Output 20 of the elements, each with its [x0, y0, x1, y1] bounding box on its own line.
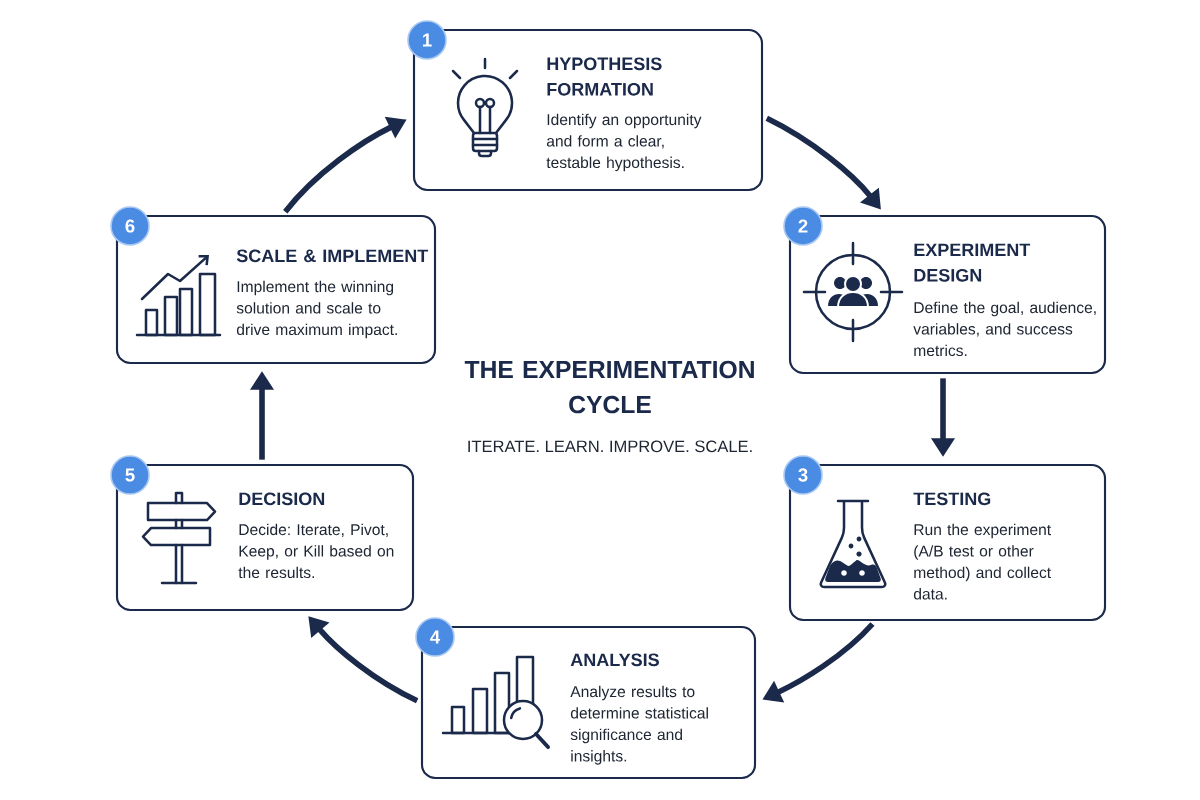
number-badge: 6: [110, 206, 150, 246]
step-description: Implement the winning solution and scale to drive maximum impact.: [236, 280, 397, 339]
diagram-title: THE EXPERIMENTATION CYCLE: [464, 360, 754, 414]
step-title: ANALYSIS: [570, 653, 659, 667]
step-description: Define the goal, audience, variables, and success metrics.: [913, 301, 1096, 357]
number-badge: 5: [110, 455, 150, 495]
step-description: Analyze results to determine statistical significance and insights.: [570, 685, 708, 765]
step-description: Decide: Iterate, Pivot, Keep, or Kill based on the results.: [238, 523, 394, 579]
step-title: HYPOTHESIS FORMATION: [547, 57, 662, 96]
step-title: SCALE & IMPLEMENT: [236, 249, 429, 263]
number-badge: 4: [415, 617, 455, 657]
number-badge: 1: [407, 20, 447, 60]
step-description: Run the experiment (A/B test or other method) and collect data.: [913, 523, 1051, 600]
step-title: TESTING: [913, 492, 991, 506]
tagline: ITERATE. LEARN. IMPROVE. SCALE.: [468, 440, 752, 453]
number-badge: 3: [783, 455, 823, 495]
step-description: Identify an opportunity and form a clear, testable hypothesis.: [546, 113, 702, 172]
number-badge: 2: [783, 206, 823, 246]
step-title: DECISION: [239, 492, 325, 506]
step-title: EXPERIMENT DESIGN: [914, 243, 1031, 282]
